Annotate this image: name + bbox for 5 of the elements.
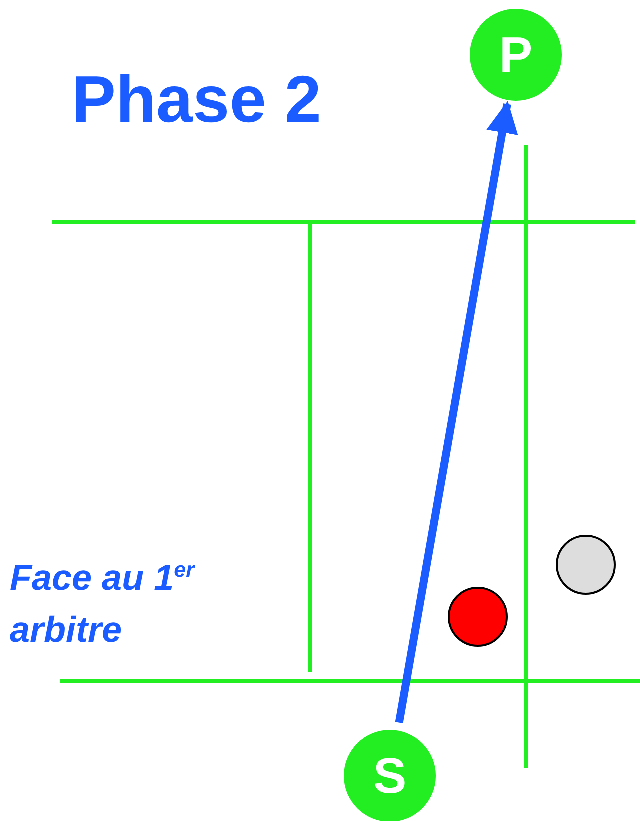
note-text: Face au 1$^{er}$ arbitre	[10, 556, 196, 652]
player-circle: P	[470, 9, 562, 101]
arrow	[395, 101, 518, 724]
player-circle: S	[344, 730, 436, 821]
title: Phase 2	[72, 66, 322, 132]
